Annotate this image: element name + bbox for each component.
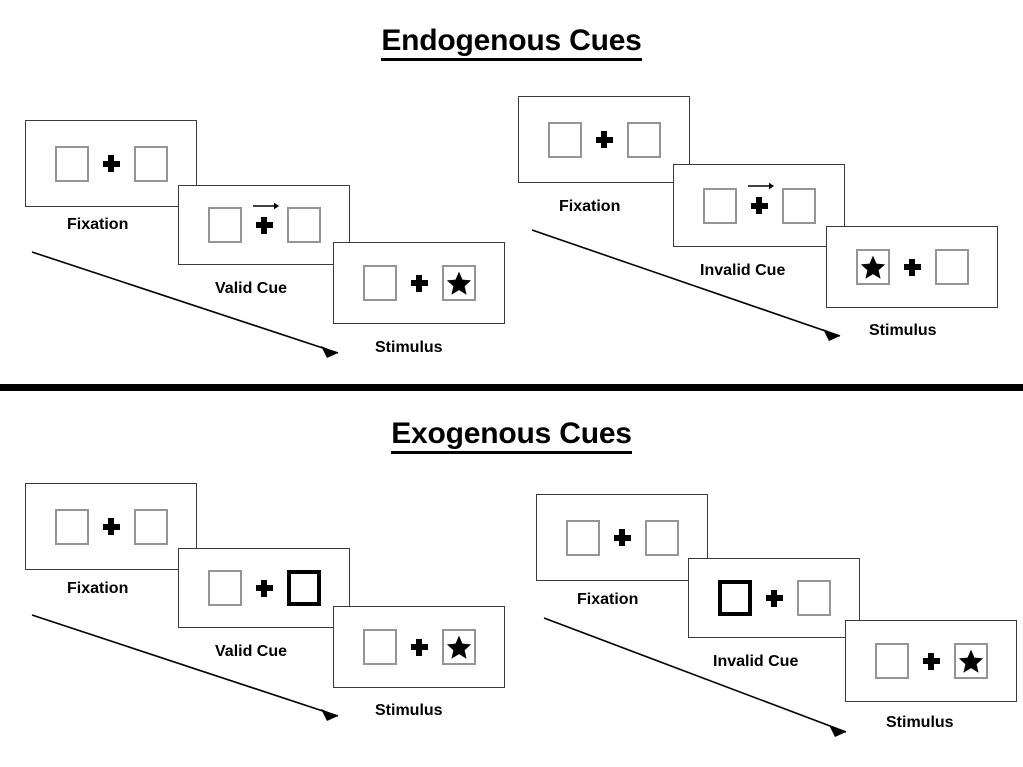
fixation-cross-wrap bbox=[102, 518, 120, 535]
stage-label-exogenous-valid-cue: Valid Cue bbox=[215, 643, 288, 660]
frame-endogenous-valid-fixation bbox=[25, 120, 197, 207]
placeholder-box-left bbox=[565, 519, 600, 556]
placeholder-box-right bbox=[781, 187, 816, 224]
plus-icon bbox=[255, 579, 273, 597]
placeholder-box-right-target bbox=[953, 643, 988, 679]
frame-endogenous-valid-stimulus bbox=[333, 242, 505, 324]
frame-endogenous-invalid-stimulus bbox=[826, 226, 998, 308]
stage-label-endogenous-invalid-fixation: Fixation bbox=[559, 198, 621, 215]
star-icon bbox=[446, 271, 471, 295]
fixation-cross-wrap bbox=[765, 589, 783, 607]
placeholder-box-right-target bbox=[441, 629, 476, 665]
frame-exogenous-invalid-fixation bbox=[536, 494, 708, 581]
plus-icon bbox=[255, 216, 273, 234]
section-title-endogenous: Endogenous Cues bbox=[0, 24, 1023, 61]
stage-label-exogenous-valid-fixation: Fixation bbox=[67, 580, 129, 597]
display-row bbox=[547, 121, 661, 158]
plus-icon bbox=[410, 274, 428, 292]
display-row bbox=[362, 265, 476, 301]
display-row bbox=[207, 202, 321, 243]
placeholder-box-left bbox=[702, 187, 737, 224]
display-row bbox=[54, 508, 168, 545]
stage-label-exogenous-valid-stimulus: Stimulus bbox=[375, 702, 443, 719]
star-icon bbox=[860, 255, 885, 279]
fixation-cross-wrap bbox=[595, 131, 613, 148]
fixation-cross-wrap bbox=[102, 155, 120, 172]
display-row bbox=[717, 580, 831, 616]
placeholder-box-right bbox=[133, 145, 168, 182]
plus-icon bbox=[613, 529, 631, 546]
placeholder-box-right bbox=[626, 121, 661, 158]
stage-label-exogenous-invalid-cue: Invalid Cue bbox=[713, 653, 799, 670]
plus-icon bbox=[102, 155, 120, 172]
placeholder-box-left bbox=[207, 570, 242, 606]
placeholder-box-left bbox=[54, 145, 89, 182]
placeholder-box-left bbox=[54, 508, 89, 545]
stage-label-endogenous-valid-stimulus: Stimulus bbox=[375, 339, 443, 356]
fixation-cross-wrap bbox=[410, 638, 428, 656]
placeholder-box-right-target bbox=[441, 265, 476, 301]
display-row bbox=[702, 182, 816, 224]
stage-label-endogenous-valid-fixation: Fixation bbox=[67, 216, 129, 233]
plus-icon bbox=[410, 638, 428, 656]
frame-exogenous-valid-fixation bbox=[25, 483, 197, 570]
stage-label-endogenous-invalid-stimulus: Stimulus bbox=[869, 322, 937, 339]
placeholder-box-left bbox=[874, 643, 909, 679]
plus-icon bbox=[903, 258, 921, 276]
placeholder-box-left bbox=[362, 629, 397, 665]
plus-icon bbox=[750, 197, 768, 214]
plus-icon bbox=[765, 589, 783, 607]
fixation-cross-wrap bbox=[613, 529, 631, 546]
plus-icon bbox=[595, 131, 613, 148]
stage-label-exogenous-invalid-fixation: Fixation bbox=[577, 591, 639, 608]
arrow-right-icon bbox=[748, 182, 774, 190]
arrow-right-icon bbox=[253, 202, 279, 209]
frame-endogenous-invalid-cue bbox=[673, 164, 845, 247]
display-row bbox=[54, 145, 168, 182]
frame-exogenous-valid-stimulus bbox=[333, 606, 505, 688]
stage-label-endogenous-valid-cue: Valid Cue bbox=[215, 280, 288, 297]
plus-icon bbox=[922, 652, 940, 670]
placeholder-box-left bbox=[547, 121, 582, 158]
star-icon bbox=[446, 635, 471, 659]
plus-icon bbox=[102, 518, 120, 535]
display-row bbox=[207, 570, 321, 606]
section-title-exogenous: Exogenous Cues bbox=[0, 417, 1023, 454]
placeholder-box-right bbox=[934, 249, 969, 285]
placeholder-box-left bbox=[362, 265, 397, 301]
frame-exogenous-invalid-stimulus bbox=[845, 620, 1017, 702]
section-title-endogenous-text: Endogenous Cues bbox=[381, 24, 642, 61]
display-row bbox=[855, 249, 969, 285]
placeholder-box-left-target bbox=[855, 249, 890, 285]
fixation-cross-wrap bbox=[410, 274, 428, 292]
section-divider bbox=[0, 384, 1023, 391]
star-icon bbox=[958, 649, 983, 673]
placeholder-box-right-cued bbox=[286, 570, 321, 606]
display-row bbox=[362, 629, 476, 665]
section-title-exogenous-text: Exogenous Cues bbox=[391, 417, 632, 454]
stage-label-exogenous-invalid-stimulus: Stimulus bbox=[886, 714, 954, 731]
placeholder-box-left bbox=[207, 207, 242, 243]
placeholder-box-right bbox=[644, 519, 679, 556]
placeholder-box-left-cued bbox=[717, 580, 752, 616]
fixation-cross-wrap bbox=[255, 579, 273, 597]
stage-label-endogenous-invalid-cue: Invalid Cue bbox=[700, 262, 786, 279]
placeholder-box-right bbox=[796, 580, 831, 616]
frame-exogenous-valid-cue bbox=[178, 548, 350, 628]
display-row bbox=[874, 643, 988, 679]
frame-endogenous-invalid-fixation bbox=[518, 96, 690, 183]
display-row bbox=[565, 519, 679, 556]
fixation-cross-wrap bbox=[922, 652, 940, 670]
placeholder-box-right bbox=[286, 207, 321, 243]
placeholder-box-right bbox=[133, 508, 168, 545]
fixation-cross-wrap bbox=[748, 182, 774, 214]
frame-endogenous-valid-cue bbox=[178, 185, 350, 265]
fixation-cross-wrap bbox=[903, 258, 921, 276]
frame-exogenous-invalid-cue bbox=[688, 558, 860, 638]
fixation-cross-wrap bbox=[253, 202, 279, 234]
